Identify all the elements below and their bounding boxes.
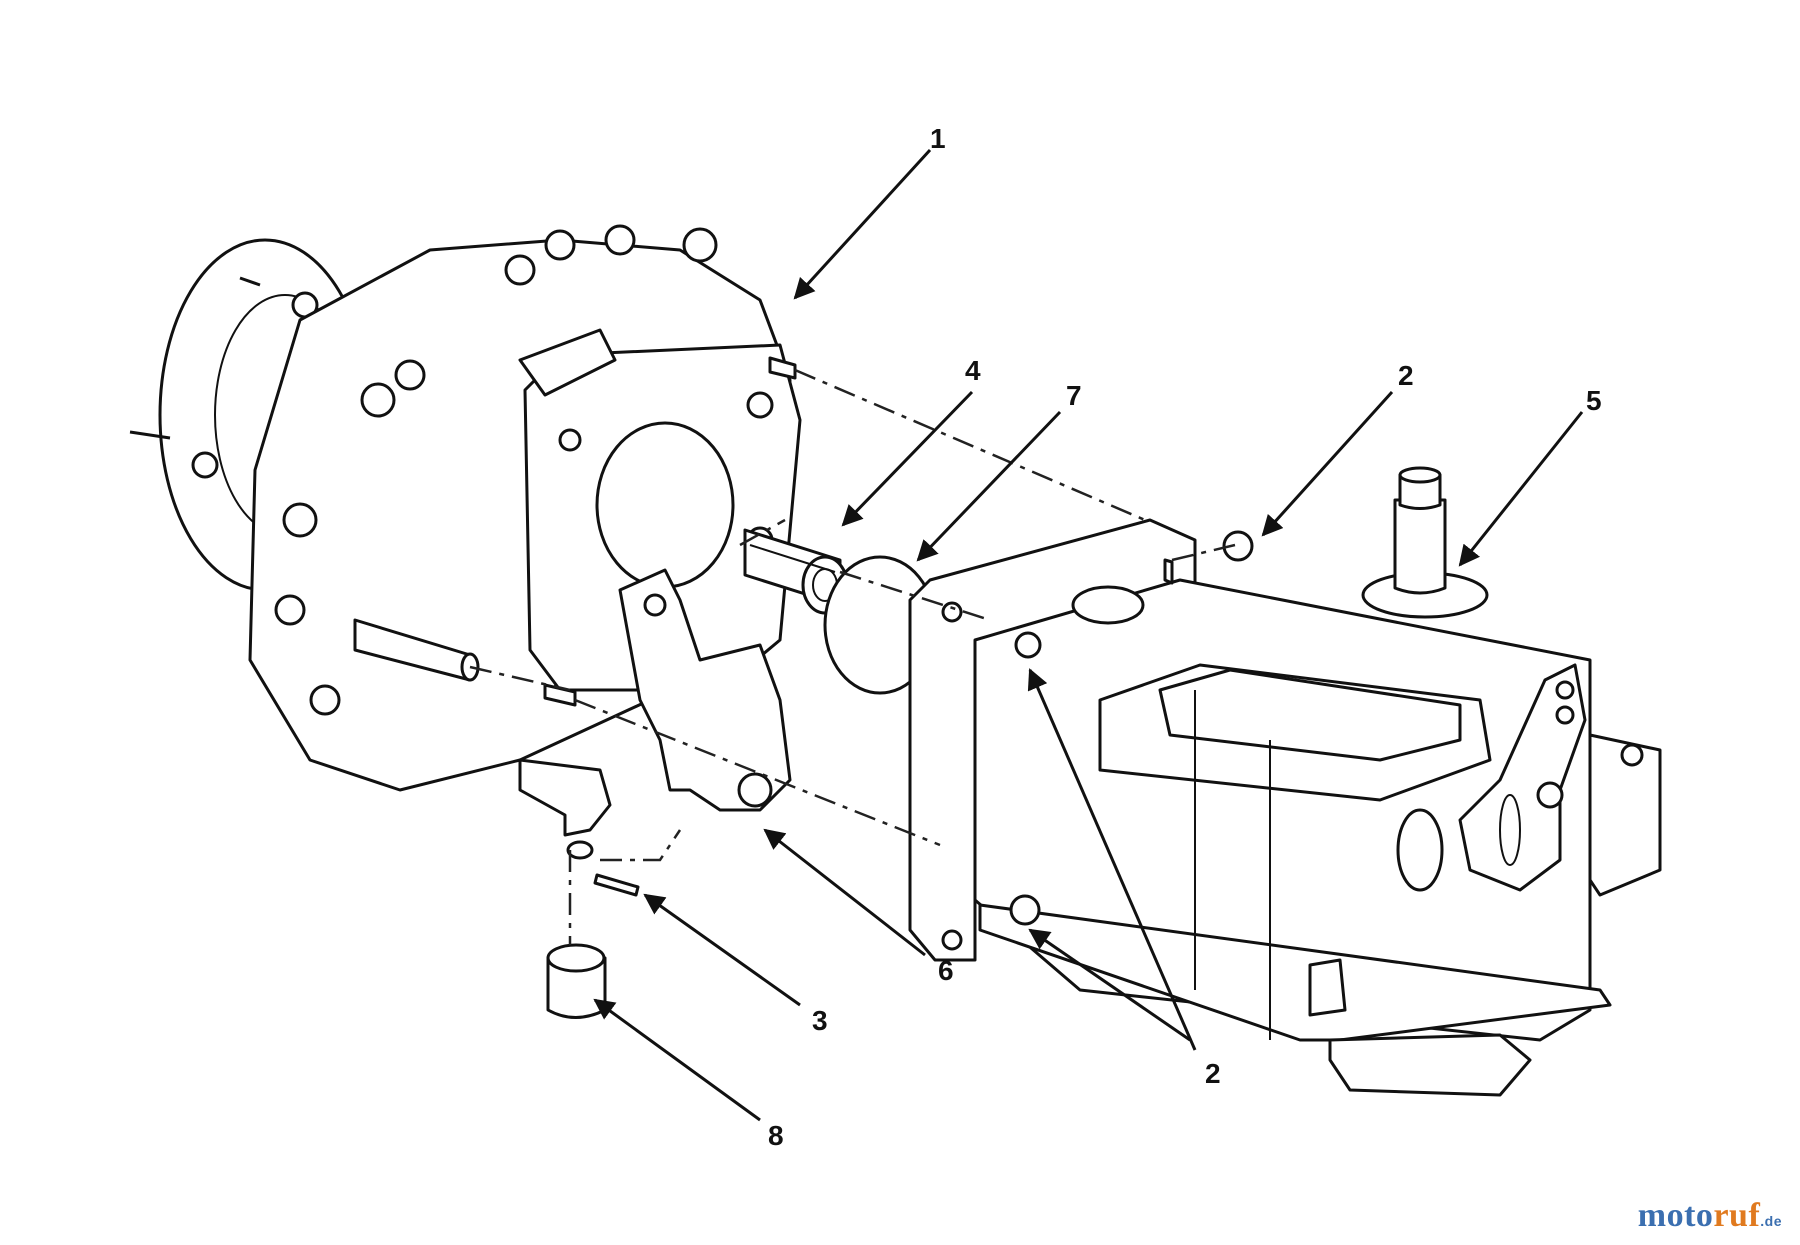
callout-4: 4 xyxy=(965,355,981,386)
motoruf-watermark: motoruf.de xyxy=(1638,1197,1782,1235)
watermark-tld: .de xyxy=(1760,1213,1782,1229)
collar xyxy=(546,943,607,1019)
callout-5: 5 xyxy=(1586,385,1602,416)
callout-1: 1 xyxy=(930,123,946,154)
key xyxy=(593,873,640,897)
callout-3: 3 xyxy=(812,1005,828,1036)
watermark-part2: ruf xyxy=(1713,1197,1761,1234)
callout-2-top: 2 xyxy=(1398,360,1414,391)
watermark-part1: moto xyxy=(1637,1197,1714,1234)
hydrostatic-unit xyxy=(908,466,1662,1097)
alignment-lines xyxy=(469,368,1236,945)
shift-arm xyxy=(618,568,792,812)
callout-6: 6 xyxy=(938,955,954,986)
leader-lines xyxy=(593,148,1584,1122)
callout-2-bottom: 2 xyxy=(1205,1058,1221,1089)
callout-7: 7 xyxy=(1066,380,1082,411)
callout-8: 8 xyxy=(768,1120,784,1151)
